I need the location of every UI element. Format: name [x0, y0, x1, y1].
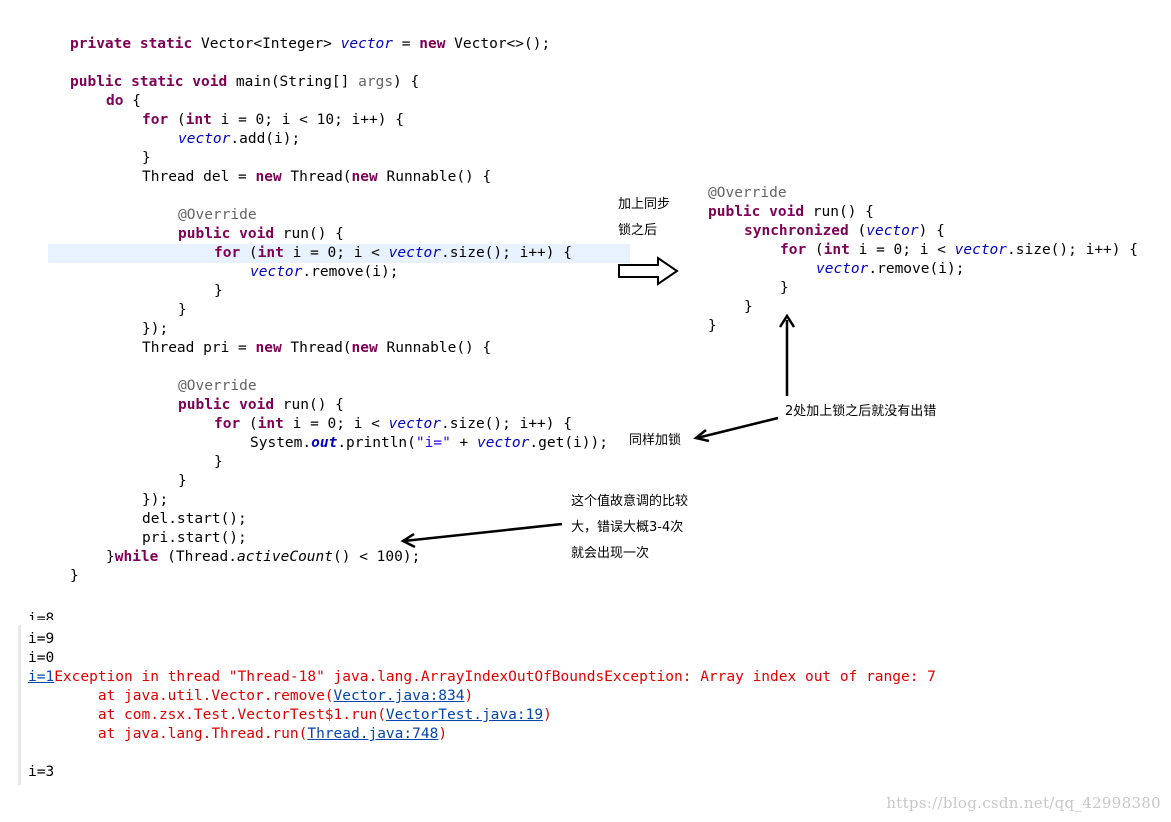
- snippet-line-2: public void run() {: [708, 204, 874, 220]
- code-line-7: Thread del = new Thread(new Runnable() {: [142, 169, 492, 185]
- code-line-4: for (int i = 0; i < 10; i++) {: [142, 112, 404, 128]
- note-no-error: 2处加上锁之后就没有出错: [785, 404, 937, 419]
- code-line-23: del.start();: [142, 511, 247, 527]
- code-line-6: }: [142, 150, 151, 166]
- snippet-line-6: }: [780, 280, 789, 296]
- snippet-line-3: synchronized (vector) {: [744, 223, 945, 239]
- code-line-18: for (int i = 0; i < vector.size(); i++) …: [214, 416, 572, 432]
- code-line-15: Thread pri = new Thread(new Runnable() {: [142, 340, 492, 356]
- code-line-16: @Override: [178, 378, 257, 394]
- code-editor[interactable]: private static Vector<Integer> vector = …: [0, 0, 1171, 600]
- code-line-17: public void run() {: [178, 397, 344, 413]
- stacktrace-link-thread[interactable]: Thread.java:748: [307, 726, 439, 742]
- code-line-12: }: [214, 283, 223, 299]
- code-line-10: for (int i = 0; i < vector.size(); i++) …: [214, 245, 572, 261]
- console-link-i1[interactable]: i=1: [28, 669, 55, 685]
- code-line-1: private static Vector<Integer> vector = …: [70, 36, 551, 52]
- stacktrace-link-vector[interactable]: Vector.java:834: [333, 688, 465, 704]
- console-gutter: [18, 625, 21, 785]
- code-line-20: }: [214, 454, 223, 470]
- code-line-13: }: [178, 302, 187, 318]
- code-line-19: System.out.println("i=" + vector.get(i))…: [250, 435, 608, 451]
- code-line-3: do {: [106, 93, 141, 109]
- code-line-26: }: [70, 568, 79, 584]
- console-line-6: at java.lang.Thread.run(Thread.java:748): [28, 726, 448, 742]
- snippet-line-4: for (int i = 0; i < vector.size(); i++) …: [780, 242, 1138, 258]
- console-line-1: i=9: [28, 631, 55, 647]
- snippet-line-7: }: [744, 299, 753, 315]
- code-line-21: }: [178, 473, 187, 489]
- console-output[interactable]: i=8 i=9 i=0 i=1Exception in thread "Thre…: [0, 611, 1171, 822]
- console-line-0: i=8: [28, 611, 55, 620]
- console-line-2: i=0: [28, 650, 55, 666]
- code-line-22: });: [142, 492, 169, 508]
- code-line-8: @Override: [178, 207, 257, 223]
- note-sync-lock: 加上同步锁之后: [618, 197, 671, 238]
- code-line-9: public void run() {: [178, 226, 344, 242]
- console-line-5: at com.zsx.Test.VectorTest$1.run(VectorT…: [28, 707, 552, 723]
- code-line-14: });: [142, 321, 169, 337]
- current-line-highlight: [48, 244, 630, 263]
- watermark: https://blog.csdn.net/qq_42998380: [886, 794, 1161, 812]
- console-line-7: i=3: [28, 764, 55, 780]
- snippet-line-1: @Override: [708, 185, 787, 201]
- code-line-11: vector.remove(i);: [250, 264, 399, 280]
- console-line-4: at java.util.Vector.remove(Vector.java:8…: [28, 688, 474, 704]
- console-line-3: i=1Exception in thread "Thread-18" java.…: [28, 669, 936, 685]
- code-line-24: pri.start();: [142, 530, 247, 546]
- snippet-line-8: }: [708, 318, 717, 334]
- code-line-5: vector.add(i);: [178, 131, 301, 147]
- code-line-2: public static void main(String[] args) {: [70, 74, 420, 90]
- code-line-25: }while (Thread.activeCount() < 100);: [106, 549, 421, 565]
- snippet-line-5: vector.remove(i);: [816, 261, 965, 277]
- note-large-value: 这个值故意调的比较大，错误大概3-4次就会出现一次: [571, 494, 689, 561]
- note-same-lock: 同样加锁: [629, 433, 682, 448]
- stacktrace-link-vectortest[interactable]: VectorTest.java:19: [385, 707, 544, 723]
